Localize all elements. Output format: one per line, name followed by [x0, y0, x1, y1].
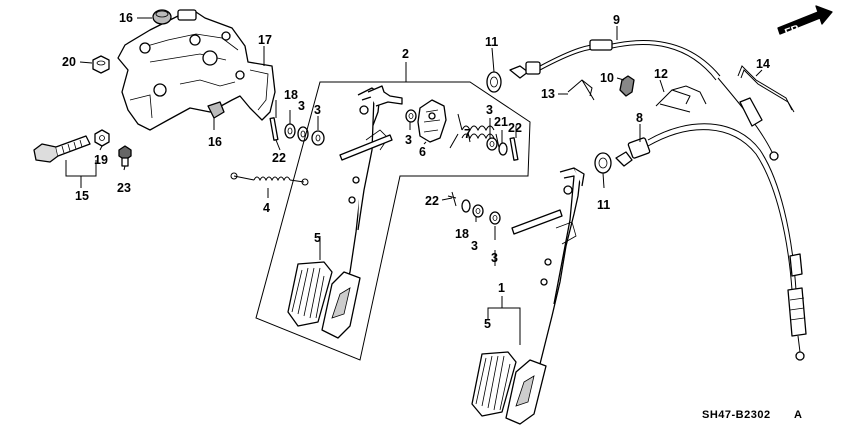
callout-19: 19	[94, 153, 108, 167]
grommet-11-upper	[486, 71, 502, 93]
grommet-11-lower	[594, 152, 612, 174]
bumper-top	[152, 9, 172, 25]
callout-11-lower: 11	[597, 198, 610, 212]
leader-lines	[65, 17, 763, 345]
clip-10	[619, 75, 635, 97]
lower-pedal-arm	[511, 167, 585, 373]
callout-15: 15	[75, 189, 89, 203]
pedal-pad-upper	[287, 261, 333, 327]
callout-3-lower-b: 3	[491, 251, 498, 265]
callout-16-lower: 16	[208, 135, 222, 149]
stop-switch	[33, 135, 91, 163]
callout-2: 2	[402, 47, 409, 61]
callout-8: 8	[636, 111, 643, 125]
accel-pedal-upper	[321, 271, 361, 339]
callout-9: 9	[613, 13, 620, 27]
callout-3-lower-a: 3	[471, 239, 478, 253]
callout-7: 7	[464, 127, 471, 141]
callout-1: 1	[498, 281, 505, 295]
callout-10: 10	[600, 71, 614, 85]
washers-3-upper	[405, 109, 417, 123]
pedal-bracket	[117, 9, 276, 131]
front-direction-arrow: FR.	[777, 5, 833, 39]
throttle-cable-9	[509, 39, 779, 161]
callout-6: 6	[419, 145, 426, 159]
diagram-code-text: SH47-B2302	[702, 409, 771, 421]
return-spring-4	[230, 172, 309, 186]
callout-4: 4	[263, 201, 270, 215]
callout-18-upper: 18	[284, 88, 298, 102]
callout-labels: 16 20 17 18 3 3 16 19 23 22 15 4 2 3 6 7…	[62, 11, 770, 331]
assembly-outline-2	[255, 81, 531, 361]
bracket-washers	[269, 117, 325, 146]
callout-21: 21	[494, 115, 508, 129]
callout-13: 13	[541, 87, 555, 101]
clip-13	[567, 79, 595, 101]
callout-18-lower: 18	[455, 227, 469, 241]
callout-3-right: 3	[486, 103, 493, 117]
upper-pedal-arm	[339, 85, 403, 301]
callout-3-upper: 3	[405, 133, 412, 147]
diagram-code-suffix: A	[794, 409, 802, 421]
callout-23: 23	[117, 181, 131, 195]
washers-lower	[447, 191, 501, 225]
callout-16-top: 16	[119, 11, 133, 25]
callout-11-upper: 11	[485, 35, 498, 49]
bumper-lower	[207, 101, 225, 119]
diagram-code: SH47-B2302 A	[702, 409, 802, 421]
callout-22-upper: 22	[272, 151, 286, 165]
pedal-pad-lower	[471, 351, 517, 417]
bracket-12	[655, 85, 707, 113]
callout-14: 14	[756, 57, 770, 71]
callout-5-upper: 5	[314, 231, 321, 245]
callout-17: 17	[258, 33, 272, 47]
callout-22-lower: 22	[425, 194, 439, 208]
bolt-23	[118, 145, 132, 167]
callout-3-bracket-b: 3	[314, 103, 321, 117]
nut-20	[92, 55, 110, 74]
callout-5-lower: 5	[484, 317, 491, 331]
callout-20: 20	[62, 55, 76, 69]
throttle-cable-8	[615, 123, 807, 361]
callout-3-bracket-a: 3	[298, 99, 305, 113]
accel-pedal-lower	[505, 359, 547, 425]
cam-6	[417, 99, 447, 143]
washers-3-21-22	[486, 137, 519, 161]
callout-12: 12	[654, 67, 668, 81]
callout-22-right: 22	[508, 121, 522, 135]
rod-14	[737, 65, 795, 113]
nut-19	[94, 129, 110, 147]
front-direction-label: FR.	[783, 22, 804, 39]
